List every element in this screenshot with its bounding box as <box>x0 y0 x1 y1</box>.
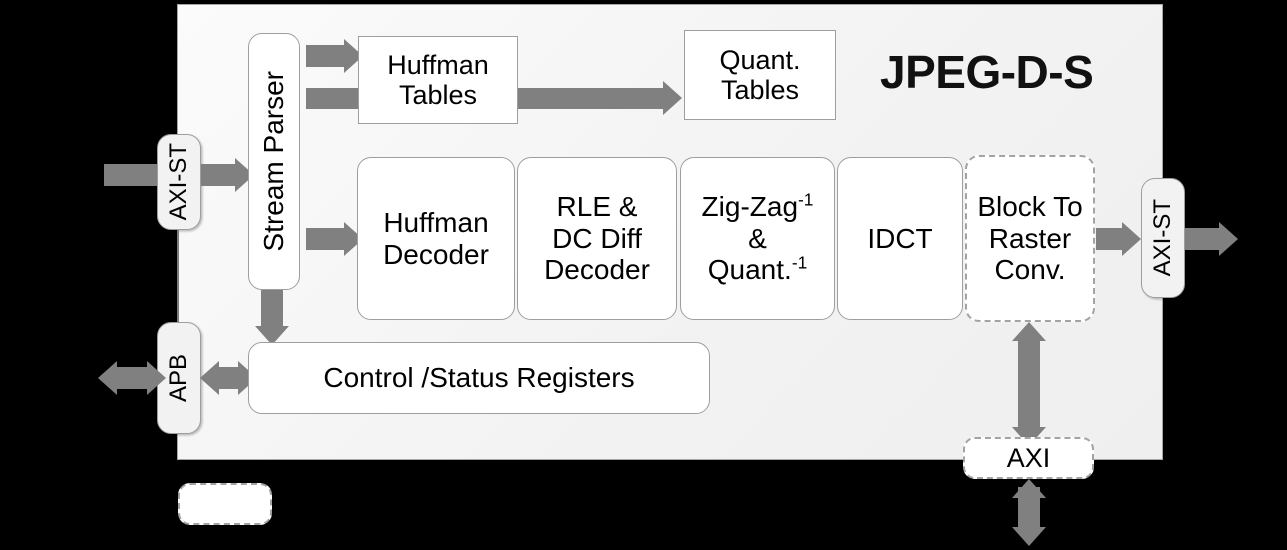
raster-to-axi-head-up <box>1012 322 1046 341</box>
legend-optional-block <box>178 483 272 525</box>
block-quant-tables[interactable]: Quant. Tables <box>684 30 836 120</box>
axi-st-to-parser-shaft <box>201 164 239 186</box>
block-zigzag-inverse-quant[interactable]: Zig-Zag-1 & Quant.-1 <box>680 157 835 320</box>
raster-to-axi-st-out-head <box>1122 222 1141 256</box>
parser-to-csr-head <box>255 326 289 345</box>
input-arrow-shaft <box>104 164 158 186</box>
quant-inverse-exponent: -1 <box>791 252 808 273</box>
apb-external-shaft <box>117 367 149 389</box>
block-huffman-tables[interactable]: Huffman Tables <box>358 36 518 124</box>
raster-to-axi-st-out-shaft <box>1096 228 1124 250</box>
block-rle-dc-diff-decoder[interactable]: RLE & DC Diff Decoder <box>517 157 677 320</box>
output-arrow-shaft <box>1185 228 1221 250</box>
apb-to-csr-shaft <box>218 367 240 389</box>
block-block-to-raster-conv[interactable]: Block To Raster Conv. <box>965 155 1095 322</box>
axi-external-head-up <box>1012 479 1046 498</box>
block-idct[interactable]: IDCT <box>837 157 963 320</box>
parser-to-quant-tables-shaft-left <box>306 88 358 109</box>
parser-to-huffman-tables-shaft <box>306 45 348 67</box>
page-title: JPEG-D-S <box>880 46 1094 98</box>
raster-to-axi-shaft <box>1018 341 1040 429</box>
interface-axi-st-output[interactable]: AXI-ST <box>1141 178 1185 298</box>
interface-spine-connector <box>177 230 179 344</box>
apb-external-head-right <box>147 361 166 395</box>
parser-to-csr-shaft <box>261 290 283 328</box>
apb-external-head-left <box>98 361 117 395</box>
parser-to-huffman-decoder-shaft <box>306 228 348 250</box>
apb-to-csr-head-left <box>200 361 219 395</box>
block-control-status-registers[interactable]: Control /Status Registers <box>248 342 710 414</box>
interface-axi-memory[interactable]: AXI <box>963 437 1094 479</box>
zigzag-inverse-exponent: -1 <box>798 190 814 211</box>
block-stream-parser[interactable]: Stream Parser <box>248 33 300 290</box>
axi-external-head-down <box>1012 527 1046 546</box>
parser-to-quant-tables-shaft-right <box>518 88 665 109</box>
interface-axi-st-input[interactable]: AXI-ST <box>157 134 201 230</box>
output-arrow-head <box>1219 222 1238 256</box>
parser-to-quant-tables-head <box>663 81 682 115</box>
block-huffman-decoder[interactable]: Huffman Decoder <box>357 157 515 320</box>
